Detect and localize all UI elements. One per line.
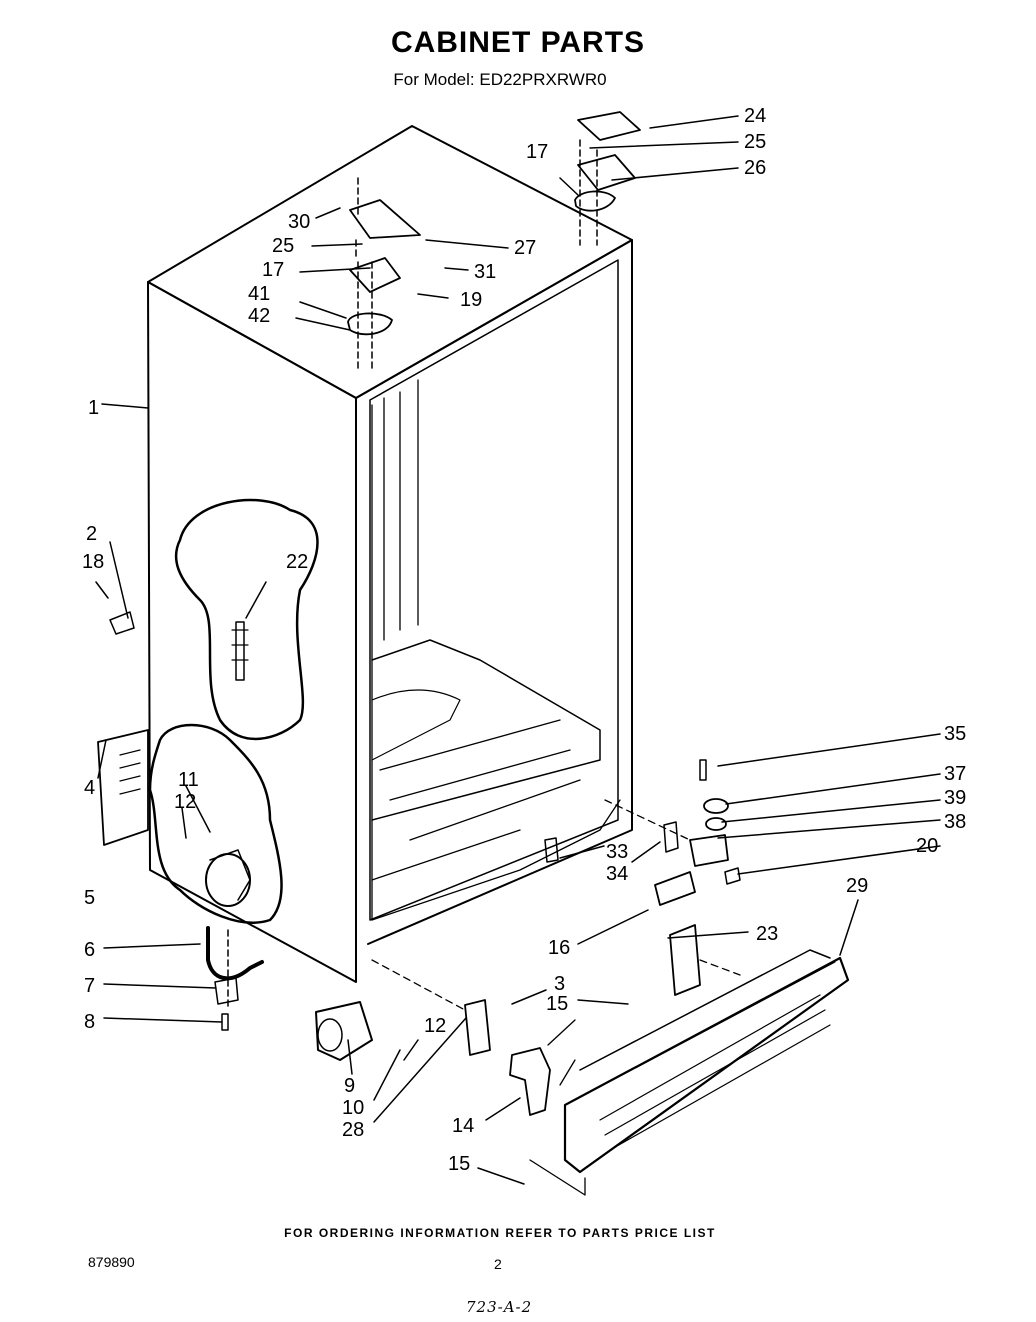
callout-30: 30 [288,211,310,233]
callout-38: 38 [944,811,966,833]
callout-24: 24 [744,105,766,127]
callout-35: 35 [944,723,966,745]
handwritten-note: 723-A-2 [466,1298,533,1316]
callout-6: 6 [84,939,95,961]
callout-26: 26 [744,157,766,179]
callout-22: 22 [286,551,308,573]
callout-33: 33 [606,841,628,863]
callout-18: 18 [82,551,104,573]
callout-29: 29 [846,875,868,897]
callout-25a: 25 [744,131,766,153]
callout-41: 41 [248,283,270,305]
callout-16: 16 [548,937,570,959]
cabinet-front-frame [355,239,633,945]
cutaway-upper [174,498,319,741]
callout-37: 37 [944,763,966,785]
callout-19: 19 [460,289,482,311]
callout-25b: 25 [272,235,294,257]
callout-42: 42 [248,305,270,327]
ordering-note: FOR ORDERING INFORMATION REFER TO PARTS … [284,1226,716,1240]
callout-20: 20 [916,835,938,857]
callout-11: 11 [178,769,199,791]
callout-17a: 17 [526,141,548,163]
callout-12a: 12 [174,791,196,813]
callout-27: 27 [514,237,536,259]
callout-31: 31 [474,261,496,283]
callout-14: 14 [452,1115,474,1137]
callout-4: 4 [84,777,95,799]
cabinet-side [147,281,357,983]
cabinet-top [147,125,633,399]
page-title: CABINET PARTS [390,26,646,59]
document-number: 879890 [88,1254,135,1270]
callout-1: 1 [88,397,99,419]
cutaway-lower [148,723,283,924]
callout-3: 3 [554,973,565,995]
callout-15a: 15 [546,993,568,1015]
page-number: 2 [494,1256,502,1272]
callout-17b: 17 [262,259,284,281]
callout-10: 10 [342,1097,364,1119]
callout-34: 34 [606,863,628,885]
callout-28: 28 [342,1119,364,1141]
callout-15b: 15 [448,1153,470,1175]
callout-2: 2 [86,523,97,545]
callout-12b: 12 [424,1015,446,1037]
callout-5: 5 [84,887,95,909]
callout-8: 8 [84,1011,95,1033]
callout-23: 23 [756,923,778,945]
callout-9: 9 [344,1075,355,1097]
callout-39: 39 [944,787,966,809]
model-subtitle: For Model: ED22PRXRWR0 [393,70,607,89]
grille [563,956,850,1174]
callout-7: 7 [84,975,95,997]
